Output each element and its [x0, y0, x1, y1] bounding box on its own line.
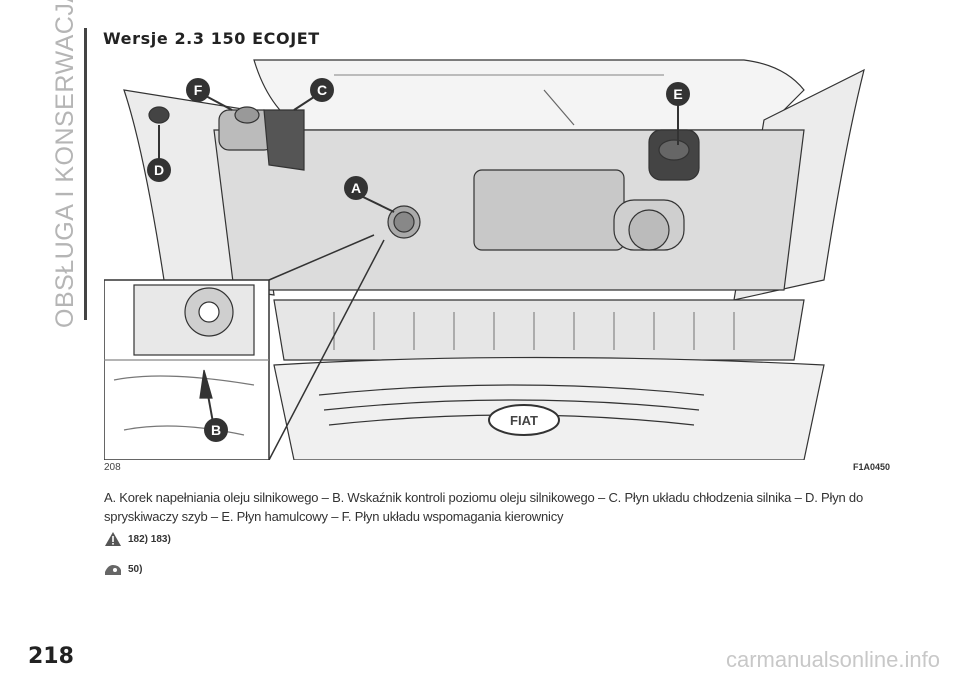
environment-reference: 50)	[104, 562, 142, 576]
environment-reference-text: 50)	[128, 563, 143, 575]
marker-f: F	[186, 78, 210, 102]
warning-triangle-icon	[105, 532, 121, 546]
fiat-logo: FIAT	[510, 413, 538, 428]
warning-reference: 182) 183)	[104, 531, 171, 547]
warning-reference-text: 182) 183)	[128, 533, 171, 545]
figure-caption: A. Korek napełniania oleju silnikowego –…	[104, 490, 863, 524]
side-tab: OBSŁUGA I KONSERWACJA	[50, 0, 80, 328]
marker-e: E	[666, 82, 690, 106]
marker-d: D	[147, 158, 171, 182]
svg-text:C: C	[317, 82, 327, 98]
figure-code: F1A0450	[852, 462, 890, 472]
chapter-tab-label: OBSŁUGA I KONSERWACJA	[51, 0, 79, 328]
chapter-divider	[84, 28, 87, 320]
marker-c: C	[310, 78, 334, 102]
page-number: 218	[28, 644, 74, 669]
svg-text:A: A	[351, 180, 361, 196]
svg-text:F: F	[194, 82, 203, 98]
watermark: carmanualsonline.info	[725, 647, 940, 672]
svg-text:E: E	[673, 86, 682, 102]
marker-b: B	[204, 418, 228, 442]
engine-bay-illustration: F C E D A B FIAT	[104, 59, 865, 460]
figure-number: 208	[104, 462, 121, 473]
section-title: Wersje 2.3 150 ECOJET	[103, 29, 320, 48]
svg-text:D: D	[154, 162, 164, 178]
svg-text:B: B	[211, 422, 221, 438]
marker-a: A	[344, 176, 368, 200]
environment-hand-icon	[105, 565, 121, 575]
